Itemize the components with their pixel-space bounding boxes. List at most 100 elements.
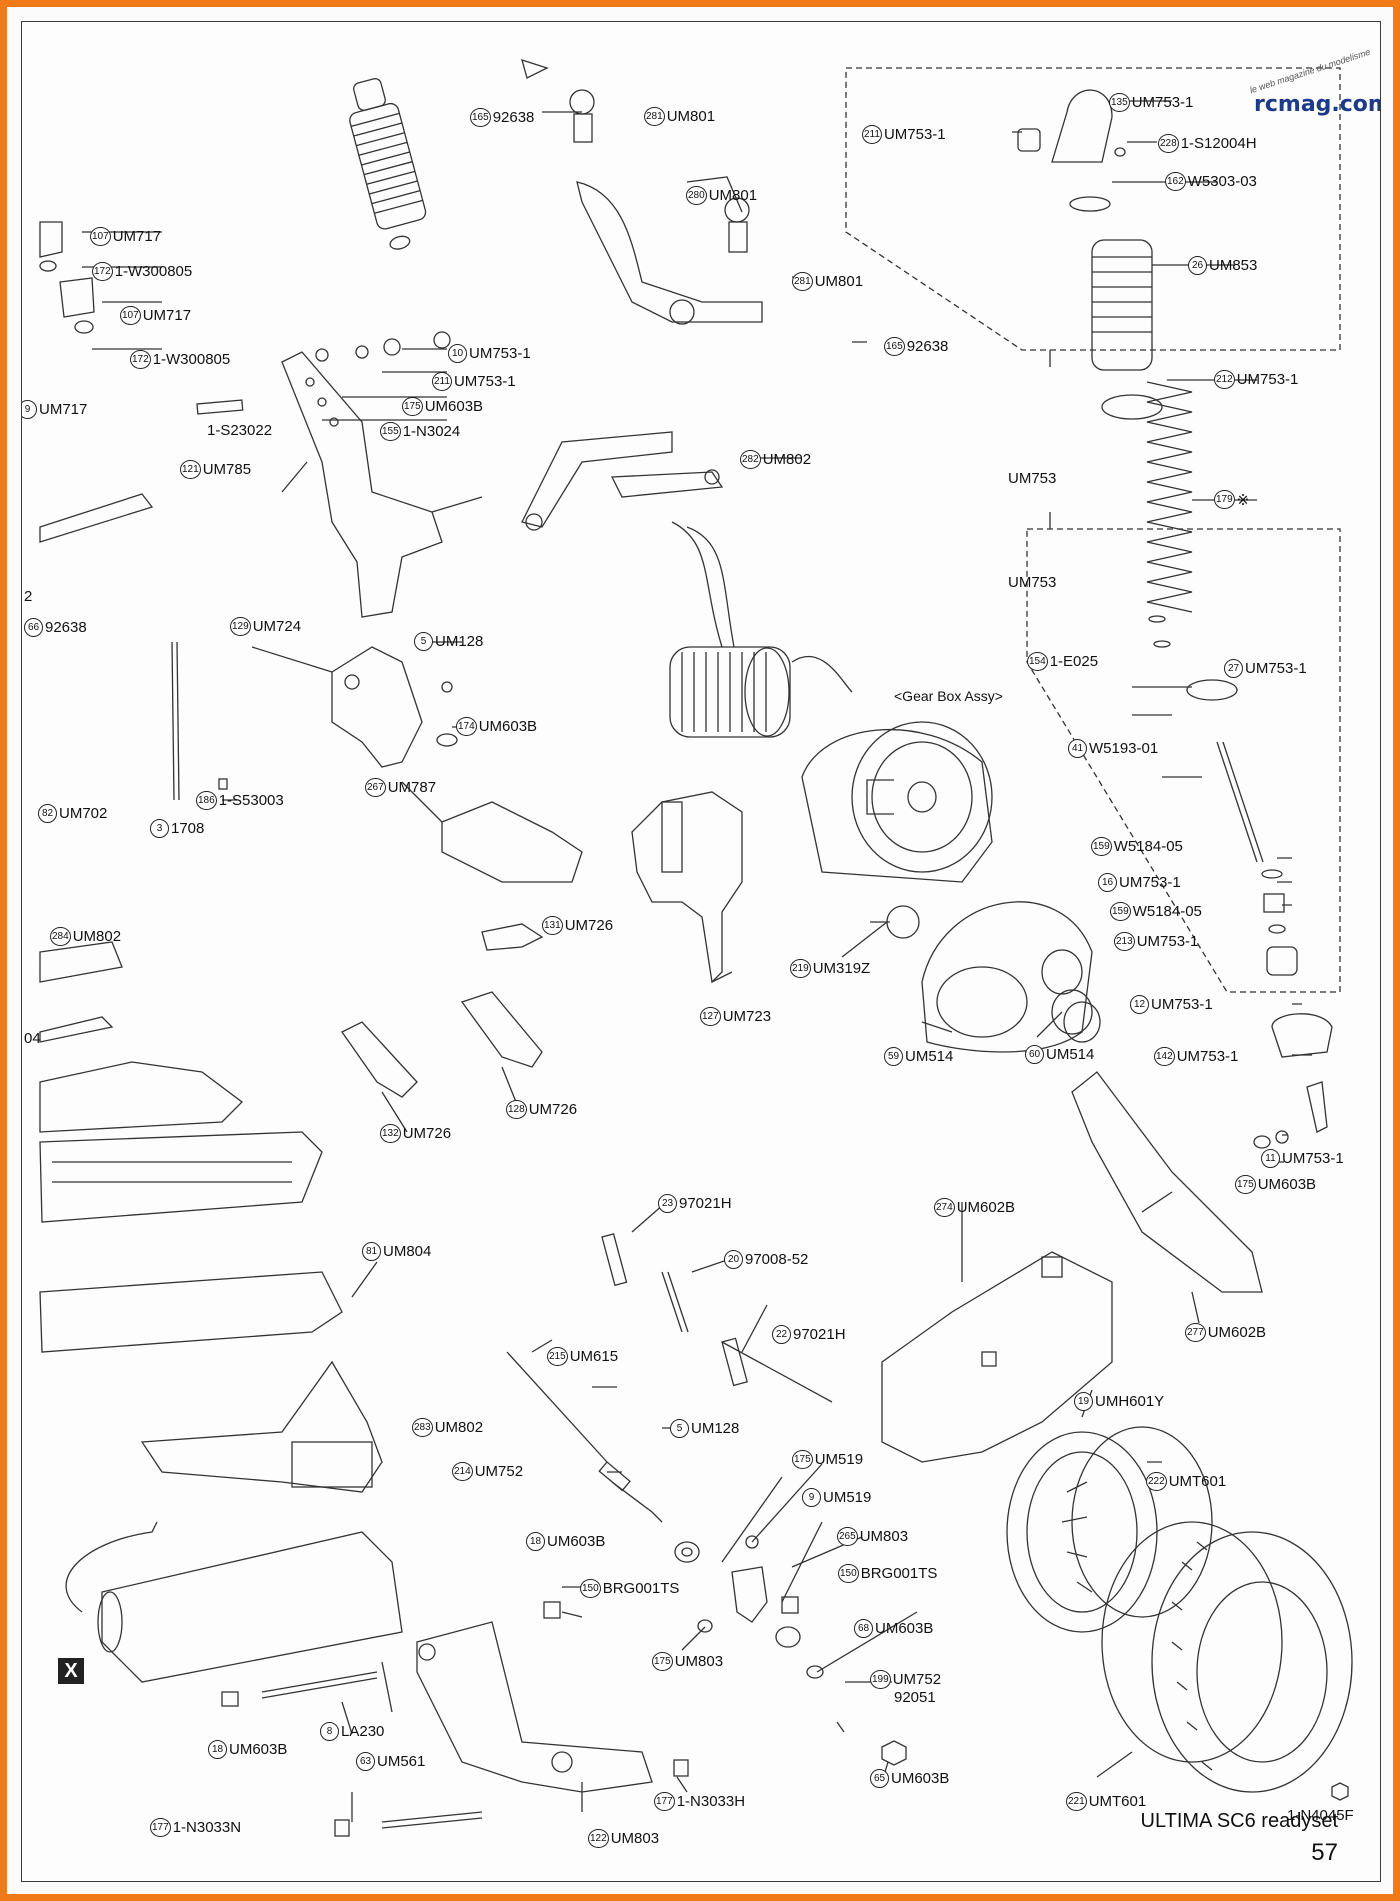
page-number: 57 [1311,1839,1338,1866]
shock-tower-121 [281,351,443,618]
parts-drawing [39,59,1353,1837]
part-code: UM753 [1008,574,1057,591]
shock-lower-box [1026,528,1341,993]
part-code: 92051 [894,1689,936,1706]
watermark-logo: rcmag.com [1254,92,1381,117]
battery-pack [65,1521,403,1683]
shock-absorber [349,78,427,250]
x-marker: X [58,1658,84,1684]
wheel [1006,1426,1213,1633]
spring [1146,381,1193,613]
gear-cover [921,901,1093,1053]
bumper-277 [1071,1071,1263,1293]
gearbox-callout: <Gear Box Assy> [894,688,1003,704]
rear-hub [731,1566,768,1623]
shock-assy-box [845,67,1341,351]
part-label: 179※ [1214,490,1250,509]
arm-283 [140,1360,383,1493]
gearbox-assy [801,721,993,883]
edge-text: 04 [24,1030,41,1047]
upper-arm-280 [576,181,763,323]
upper-arm-282 [521,431,673,528]
edge-text: 2 [24,588,33,605]
skid-274 [881,1251,1113,1463]
footer-title: ULTIMA SC6 readyset [1140,1810,1338,1832]
bulkhead-127 [631,791,743,984]
motor [669,521,853,738]
part-code: 1-S23022 [207,422,273,439]
tire [1101,1521,1353,1793]
part-code: 1-N4045F [1287,1807,1354,1824]
